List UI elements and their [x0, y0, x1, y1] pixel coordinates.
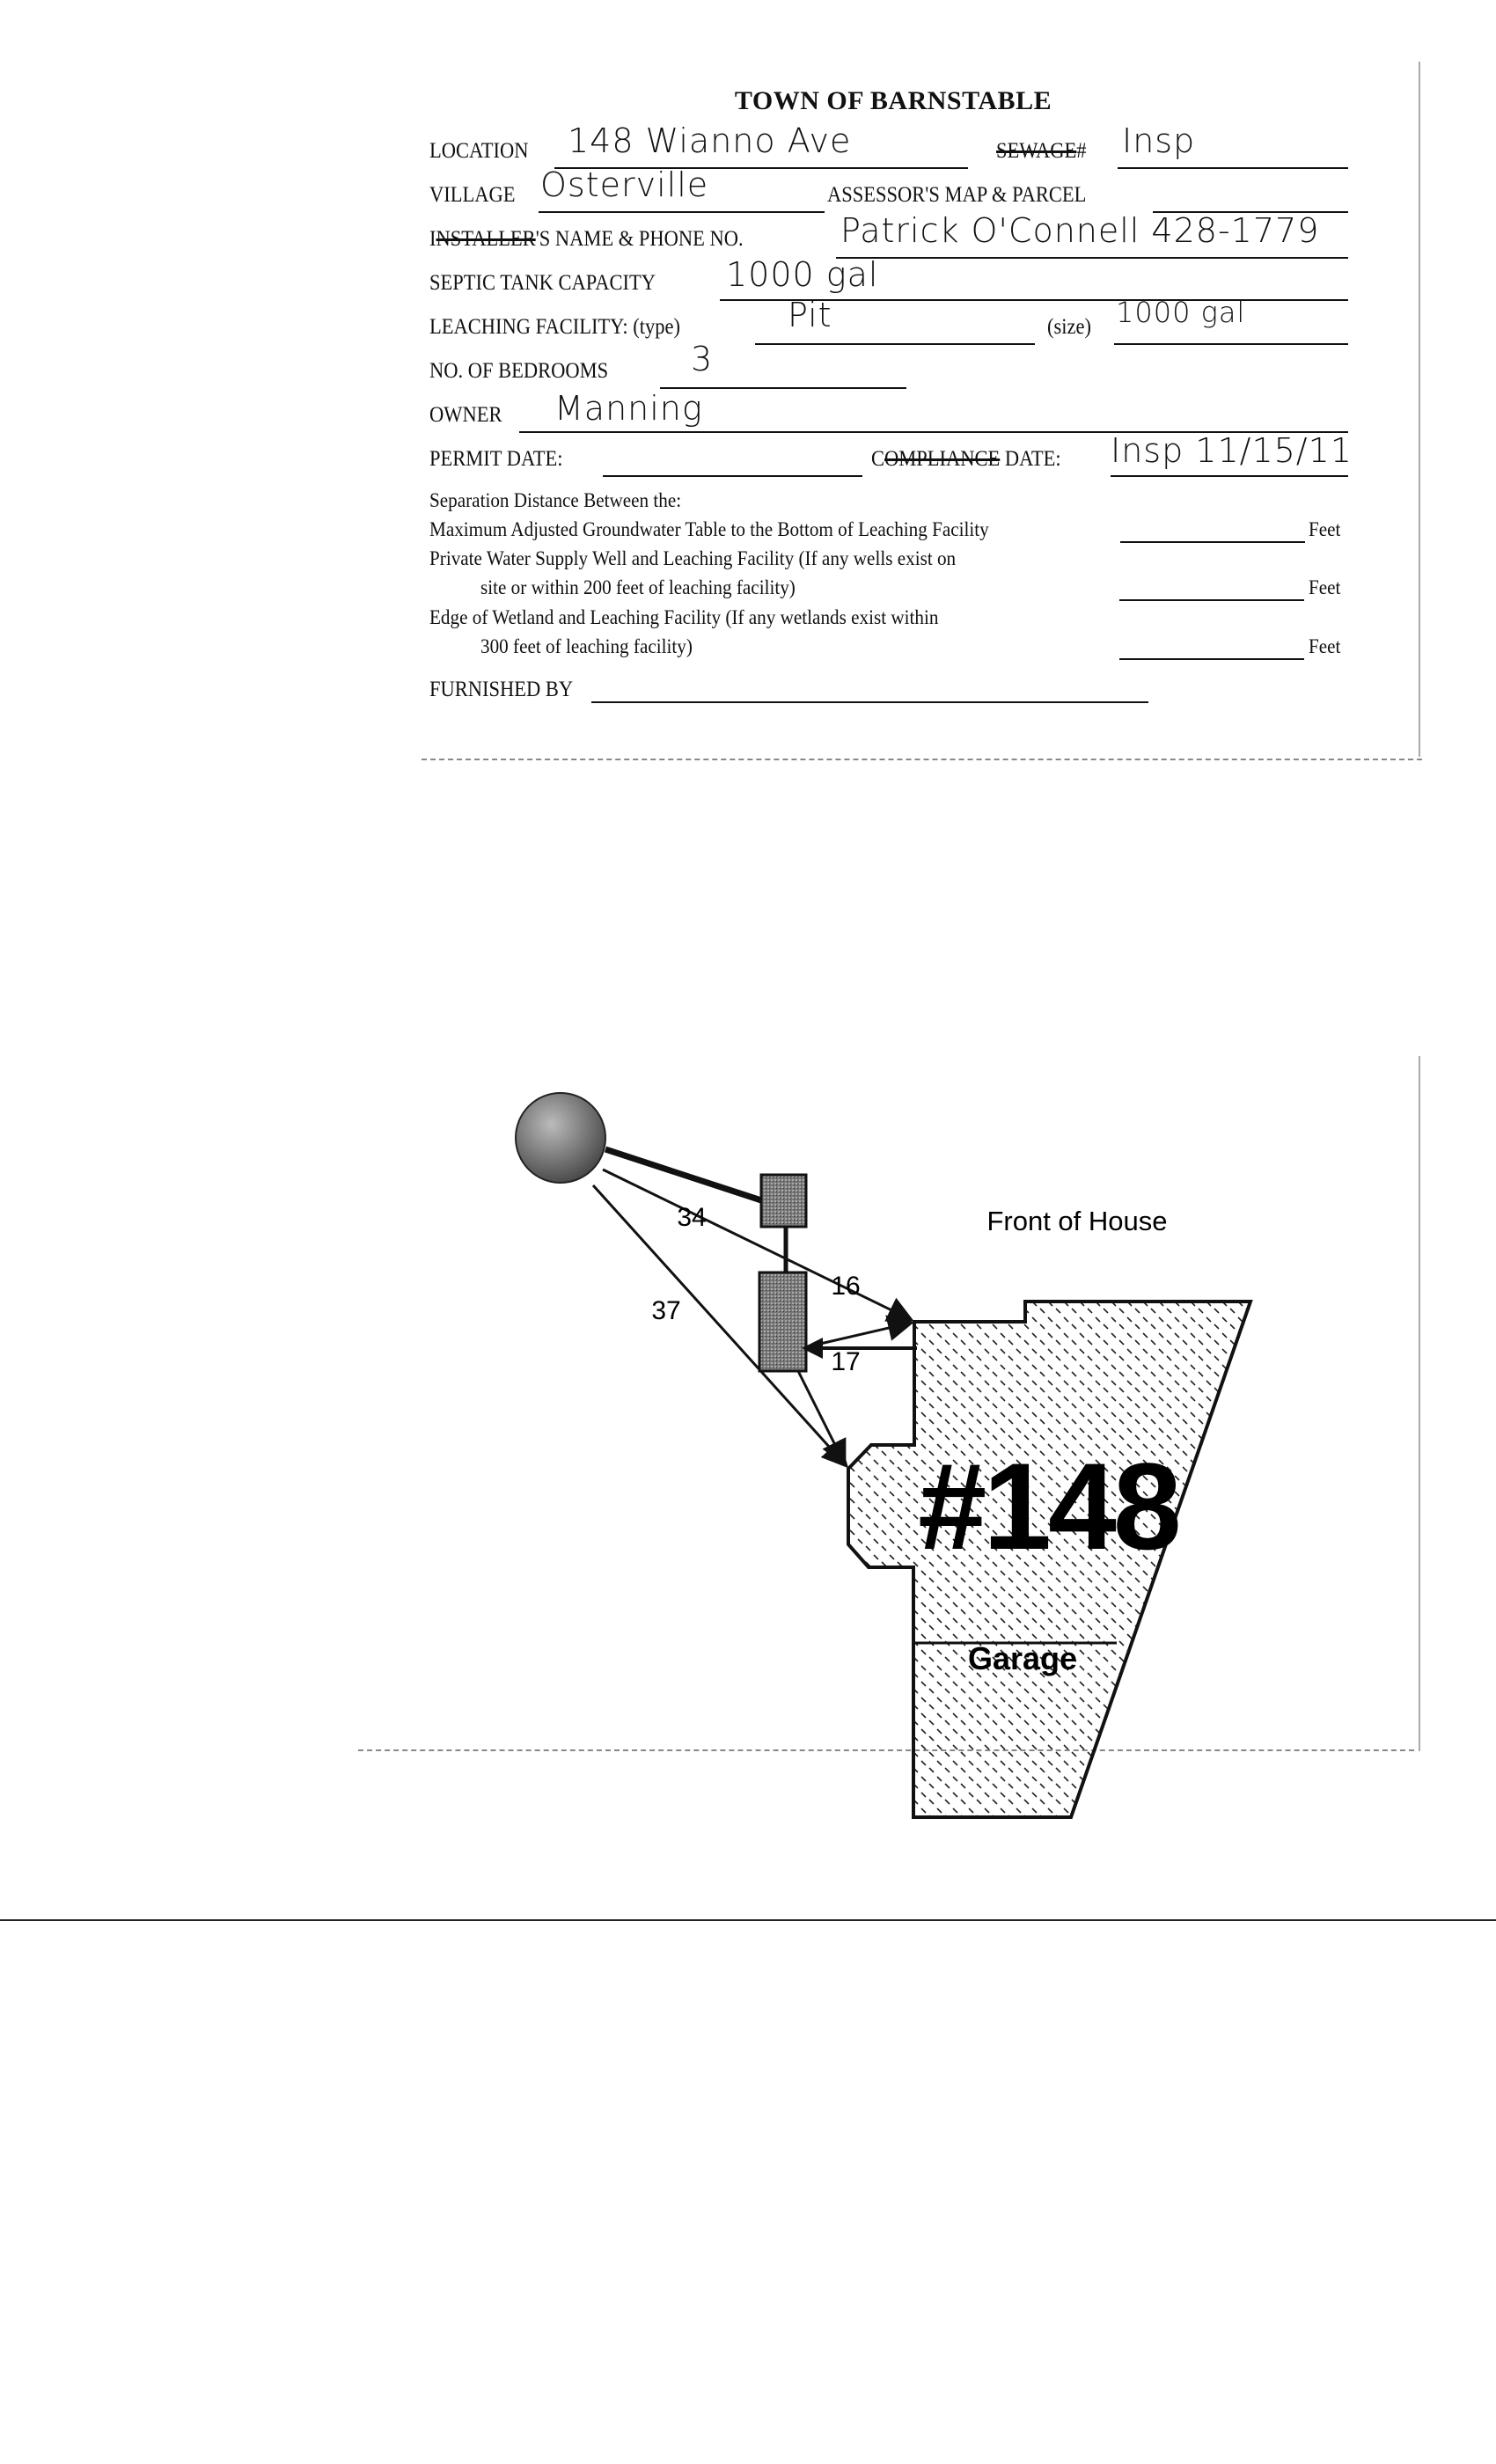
feet-label-1: Feet — [1309, 518, 1341, 540]
owner-field[interactable] — [519, 431, 1348, 433]
separation-groundwater: Maximum Adjusted Groundwater Table to th… — [429, 518, 989, 540]
leaching-type-field[interactable] — [755, 343, 1035, 345]
village-field[interactable] — [539, 211, 825, 213]
location-field[interactable] — [554, 167, 968, 169]
installer-label: INSTALLER'S NAME & PHONE NO. — [429, 227, 744, 252]
sewage-label: SEWAGE# — [996, 139, 1087, 164]
sewage-value: Insp — [1122, 121, 1196, 160]
form-title: TOWN OF BARNSTABLE — [734, 86, 1052, 115]
village-label: VILLAGE — [429, 183, 516, 207]
location-value: 148 Wianno Ave — [568, 121, 852, 160]
installer-value: Patrick O'Connell 428-1779 — [840, 211, 1320, 250]
installer-struck-text: NSTALLER — [436, 227, 536, 251]
distance-label-17: 17 — [831, 1347, 860, 1376]
installer-suffix: 'S NAME & PHONE NO. — [535, 227, 744, 251]
village-value: Osterville — [540, 165, 709, 204]
compliance-field[interactable] — [1111, 475, 1348, 477]
well-feet-field[interactable] — [1119, 599, 1304, 601]
leaching-label: LEACHING FACILITY: (type) — [429, 315, 680, 339]
bedrooms-label: NO. OF BEDROOMS — [429, 359, 609, 383]
septic-value: 1000 gal — [726, 255, 879, 294]
bedrooms-field[interactable] — [660, 387, 906, 389]
wetland-feet-field[interactable] — [1119, 658, 1304, 660]
house-number: #148 — [918, 1437, 1178, 1575]
distance-label-34: 34 — [677, 1203, 706, 1232]
front-of-house-label: Front of House — [986, 1206, 1167, 1236]
feet-label-3: Feet — [1309, 635, 1341, 657]
sewage-struck-text: SEWAGE — [996, 139, 1077, 163]
location-label: LOCATION — [429, 139, 529, 163]
garage-label: Garage — [968, 1640, 1077, 1676]
form-right-edge — [1419, 62, 1420, 757]
size-label: (size) — [1047, 315, 1091, 339]
diagram-right-edge — [1419, 1056, 1420, 1751]
furnished-field[interactable] — [591, 701, 1148, 703]
sewage-field[interactable] — [1118, 167, 1348, 169]
permit-label: PERMIT DATE: — [429, 447, 563, 471]
installer-field[interactable] — [836, 257, 1348, 259]
septic-label: SEPTIC TANK CAPACITY — [429, 271, 656, 295]
distance-line-34 — [602, 1168, 914, 1322]
separation-heading: Separation Distance Between the: — [429, 489, 682, 511]
septic-tank — [759, 1173, 808, 1228]
pipe-to-tank — [604, 1146, 763, 1204]
distance-label-37: 37 — [651, 1296, 680, 1325]
separation-well-2: site or within 200 feet of leaching faci… — [480, 576, 796, 598]
compliance-value: Insp 11/15/11 — [1111, 431, 1353, 470]
size-field[interactable] — [1114, 343, 1348, 345]
assessor-label: ASSESSOR'S MAP & PARCEL — [827, 183, 1087, 207]
compliance-prefix: C — [871, 447, 885, 471]
diagram-bottom-edge — [358, 1749, 1414, 1751]
leaching-pit — [758, 1271, 808, 1373]
leaching-type-value: Pit — [788, 296, 832, 334]
feet-label-2: Feet — [1309, 576, 1341, 598]
distance-line-37 — [591, 1184, 849, 1469]
owner-label: OWNER — [429, 403, 502, 427]
distance-line-16 — [796, 1315, 914, 1351]
compliance-struck-text: OMPLIANCE — [884, 447, 1001, 471]
bedrooms-value: 3 — [691, 340, 714, 378]
distance-line-17 — [796, 1368, 847, 1467]
separation-well-1: Private Water Supply Well and Leaching F… — [429, 547, 957, 569]
compliance-label: COMPLIANCE DATE: — [871, 447, 1061, 472]
assessor-field[interactable] — [1153, 211, 1348, 213]
form-bottom-edge — [422, 759, 1422, 760]
installer-prefix: I — [429, 227, 436, 251]
permit-field[interactable] — [603, 475, 862, 477]
sewage-hash: # — [1076, 139, 1087, 163]
house-outline — [847, 1300, 1253, 1819]
furnished-label: FURNISHED BY — [429, 678, 574, 701]
separation-wetland-1: Edge of Wetland and Leaching Facility (I… — [429, 606, 939, 628]
page-divider — [0, 1919, 1496, 1921]
size-value: 1000 gal — [1116, 296, 1246, 329]
septic-field[interactable] — [720, 299, 1348, 301]
groundwater-feet-field[interactable] — [1120, 541, 1305, 543]
compliance-suffix: DATE: — [1000, 447, 1061, 471]
separation-wetland-2: 300 feet of leaching facility) — [480, 635, 693, 657]
owner-value: Manning — [554, 389, 703, 428]
distance-label-16: 16 — [831, 1272, 860, 1301]
well-circle — [515, 1092, 606, 1184]
